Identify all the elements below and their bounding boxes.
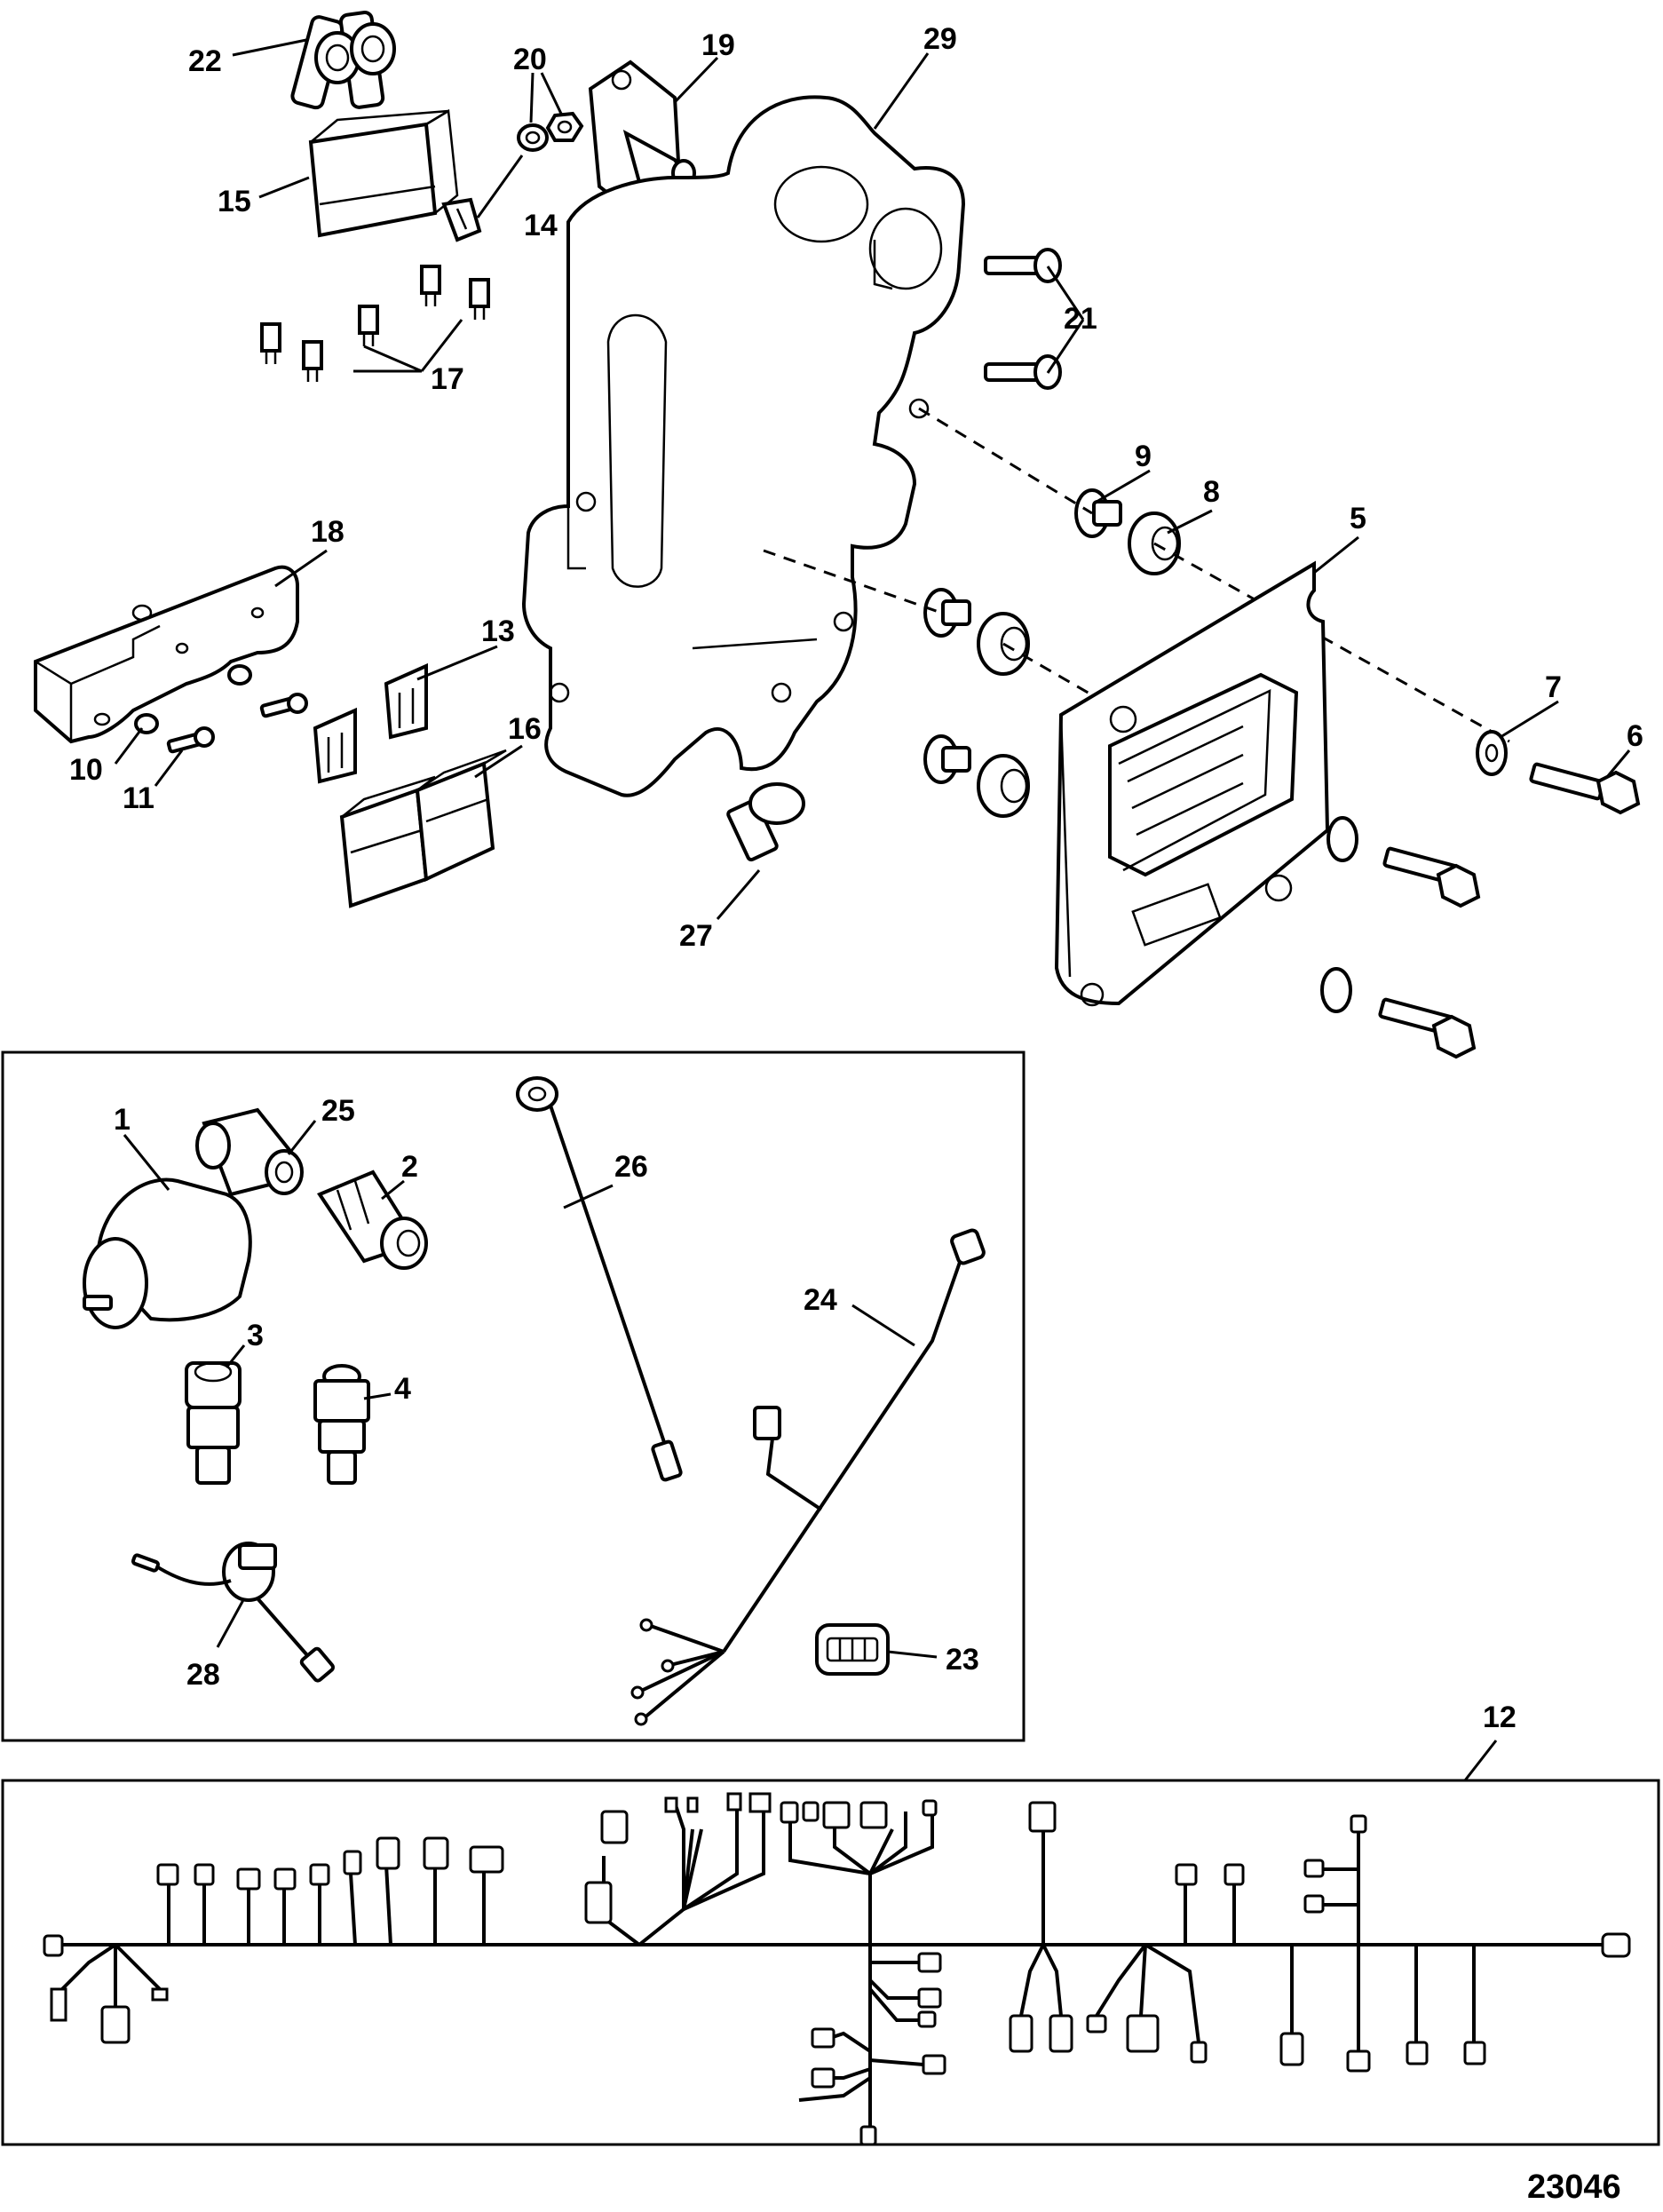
callout-14: 14 <box>524 209 558 242</box>
part-24-harness <box>630 1228 986 1726</box>
callout-11: 11 <box>123 781 154 815</box>
part-11-screw <box>166 693 308 754</box>
callout-25: 25 <box>321 1094 355 1128</box>
part-13-relay-clips <box>313 662 428 784</box>
part-18-bracket <box>34 565 299 744</box>
callout-27: 27 <box>679 919 713 953</box>
part-29-mounting-bracket <box>521 95 966 797</box>
callout-17: 17 <box>431 362 464 396</box>
callout-6: 6 <box>1627 719 1643 753</box>
callout-9: 9 <box>1135 440 1152 473</box>
callout-3: 3 <box>247 1319 264 1352</box>
callout-20: 20 <box>513 43 547 76</box>
engine-harness-box <box>1 1779 1660 2146</box>
part-3-sensor <box>185 1361 242 1485</box>
upper-leader-lines <box>114 38 1631 920</box>
part-23-connector <box>815 1623 890 1676</box>
figure-number: 23046 <box>1527 2168 1621 2206</box>
part-5-ecm <box>1054 560 1330 1007</box>
callout-4: 4 <box>394 1372 411 1406</box>
grommet-set-middle <box>923 588 1030 676</box>
callout-22: 22 <box>188 44 222 78</box>
callout-10: 10 <box>69 753 103 787</box>
callout-7: 7 <box>1545 670 1562 704</box>
callout-21: 21 <box>1064 302 1097 336</box>
callout-23: 23 <box>946 1643 979 1677</box>
callout-19: 19 <box>701 28 735 62</box>
part-6-bolts <box>1378 762 1641 1059</box>
callout-5: 5 <box>1350 502 1366 535</box>
callout-29: 29 <box>923 22 957 56</box>
callout-15: 15 <box>218 185 251 218</box>
part-4-sensor <box>313 1364 370 1485</box>
part-15-relay <box>308 108 459 238</box>
part-28-temperature-sensor <box>131 1542 335 1683</box>
part-12-engine-harness <box>43 1792 1631 2146</box>
middle-leader-lines <box>123 1120 938 1659</box>
callout-2: 2 <box>401 1150 418 1184</box>
sensor-group-box <box>1 1051 1026 1742</box>
callout-13: 13 <box>481 614 515 648</box>
leader-12 <box>1463 1740 1498 1781</box>
part-9-bushing <box>1074 488 1122 538</box>
part-16-relays <box>339 749 507 908</box>
callout-16: 16 <box>508 712 542 746</box>
callout-24: 24 <box>804 1283 837 1317</box>
grommet-set-lower <box>923 734 1030 818</box>
part-2-sensor <box>316 1169 428 1270</box>
part-20-nuts <box>517 111 584 152</box>
callout-12: 12 <box>1483 1701 1516 1734</box>
callout-26: 26 <box>614 1150 648 1184</box>
part-27-bolt <box>726 782 805 862</box>
callout-1: 1 <box>114 1103 131 1137</box>
part-25-sensor <box>195 1107 304 1197</box>
callout-8: 8 <box>1203 475 1220 509</box>
callout-28: 28 <box>186 1658 220 1692</box>
callout-18: 18 <box>311 515 344 549</box>
part-17-fuses <box>260 265 490 382</box>
part-14-clip <box>441 197 482 242</box>
part-7-washer <box>1320 730 1508 1013</box>
part-22-terminal-boots <box>290 11 396 110</box>
part-1-sender <box>83 1177 252 1329</box>
part-26-sensor-lead <box>516 1076 683 1482</box>
